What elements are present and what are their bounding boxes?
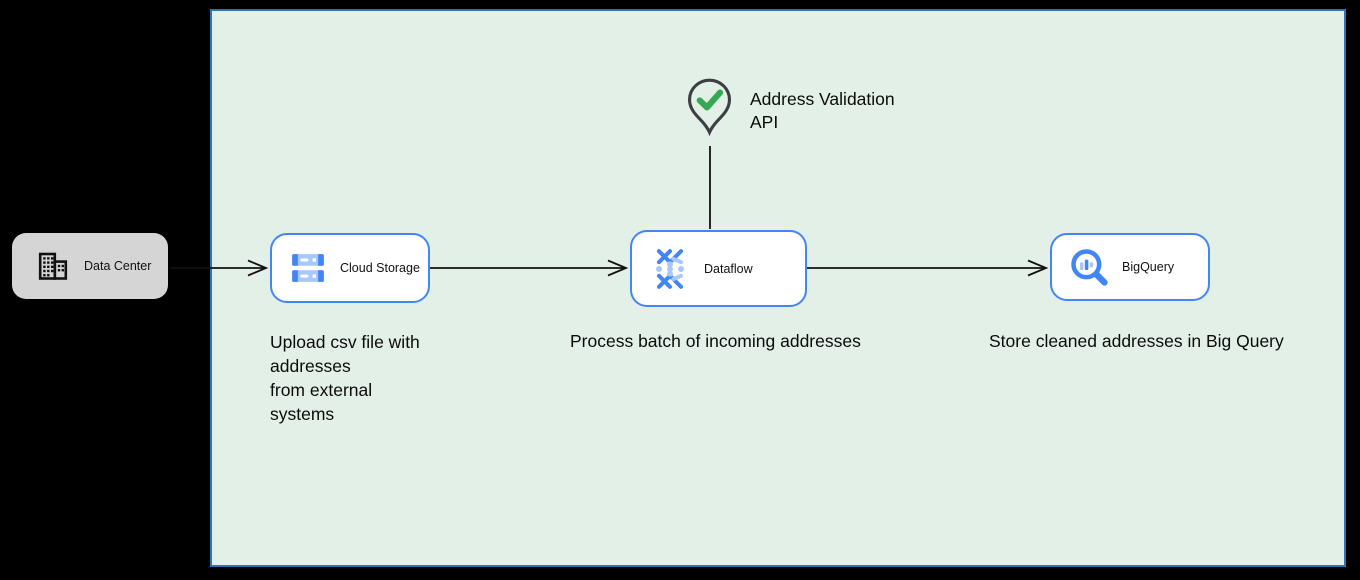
- caption-dataflow: Process batch of incoming addresses: [570, 331, 861, 351]
- node-data-center: Data Center: [12, 233, 168, 299]
- map-pin-check-icon: [686, 77, 733, 146]
- address-validation-api-label: Address Validation API: [750, 89, 895, 132]
- node-bigquery: BigQuery: [1050, 233, 1210, 301]
- arrowhead-datacenter-to-cloudstorage: [247, 259, 269, 277]
- cloud-storage-icon: [289, 249, 327, 287]
- node-cloud-storage: Cloud Storage: [270, 233, 430, 303]
- dataflow-icon: [649, 248, 691, 290]
- arrowhead-cloudstorage-to-dataflow: [607, 259, 629, 277]
- cloud-storage-label: Cloud Storage: [340, 261, 420, 275]
- dataflow-label: Dataflow: [704, 261, 753, 276]
- data-center-building-icon: [38, 252, 69, 281]
- arrowhead-dataflow-to-bigquery: [1027, 259, 1049, 277]
- node-dataflow: Dataflow: [630, 230, 807, 307]
- caption-cloud-storage: Upload csv file with addresses from exte…: [270, 332, 420, 424]
- caption-bigquery: Store cleaned addresses in Big Query: [989, 331, 1284, 351]
- data-center-label: Data Center: [84, 259, 152, 273]
- bigquery-icon: [1069, 247, 1109, 287]
- bigquery-label: BigQuery: [1122, 260, 1175, 274]
